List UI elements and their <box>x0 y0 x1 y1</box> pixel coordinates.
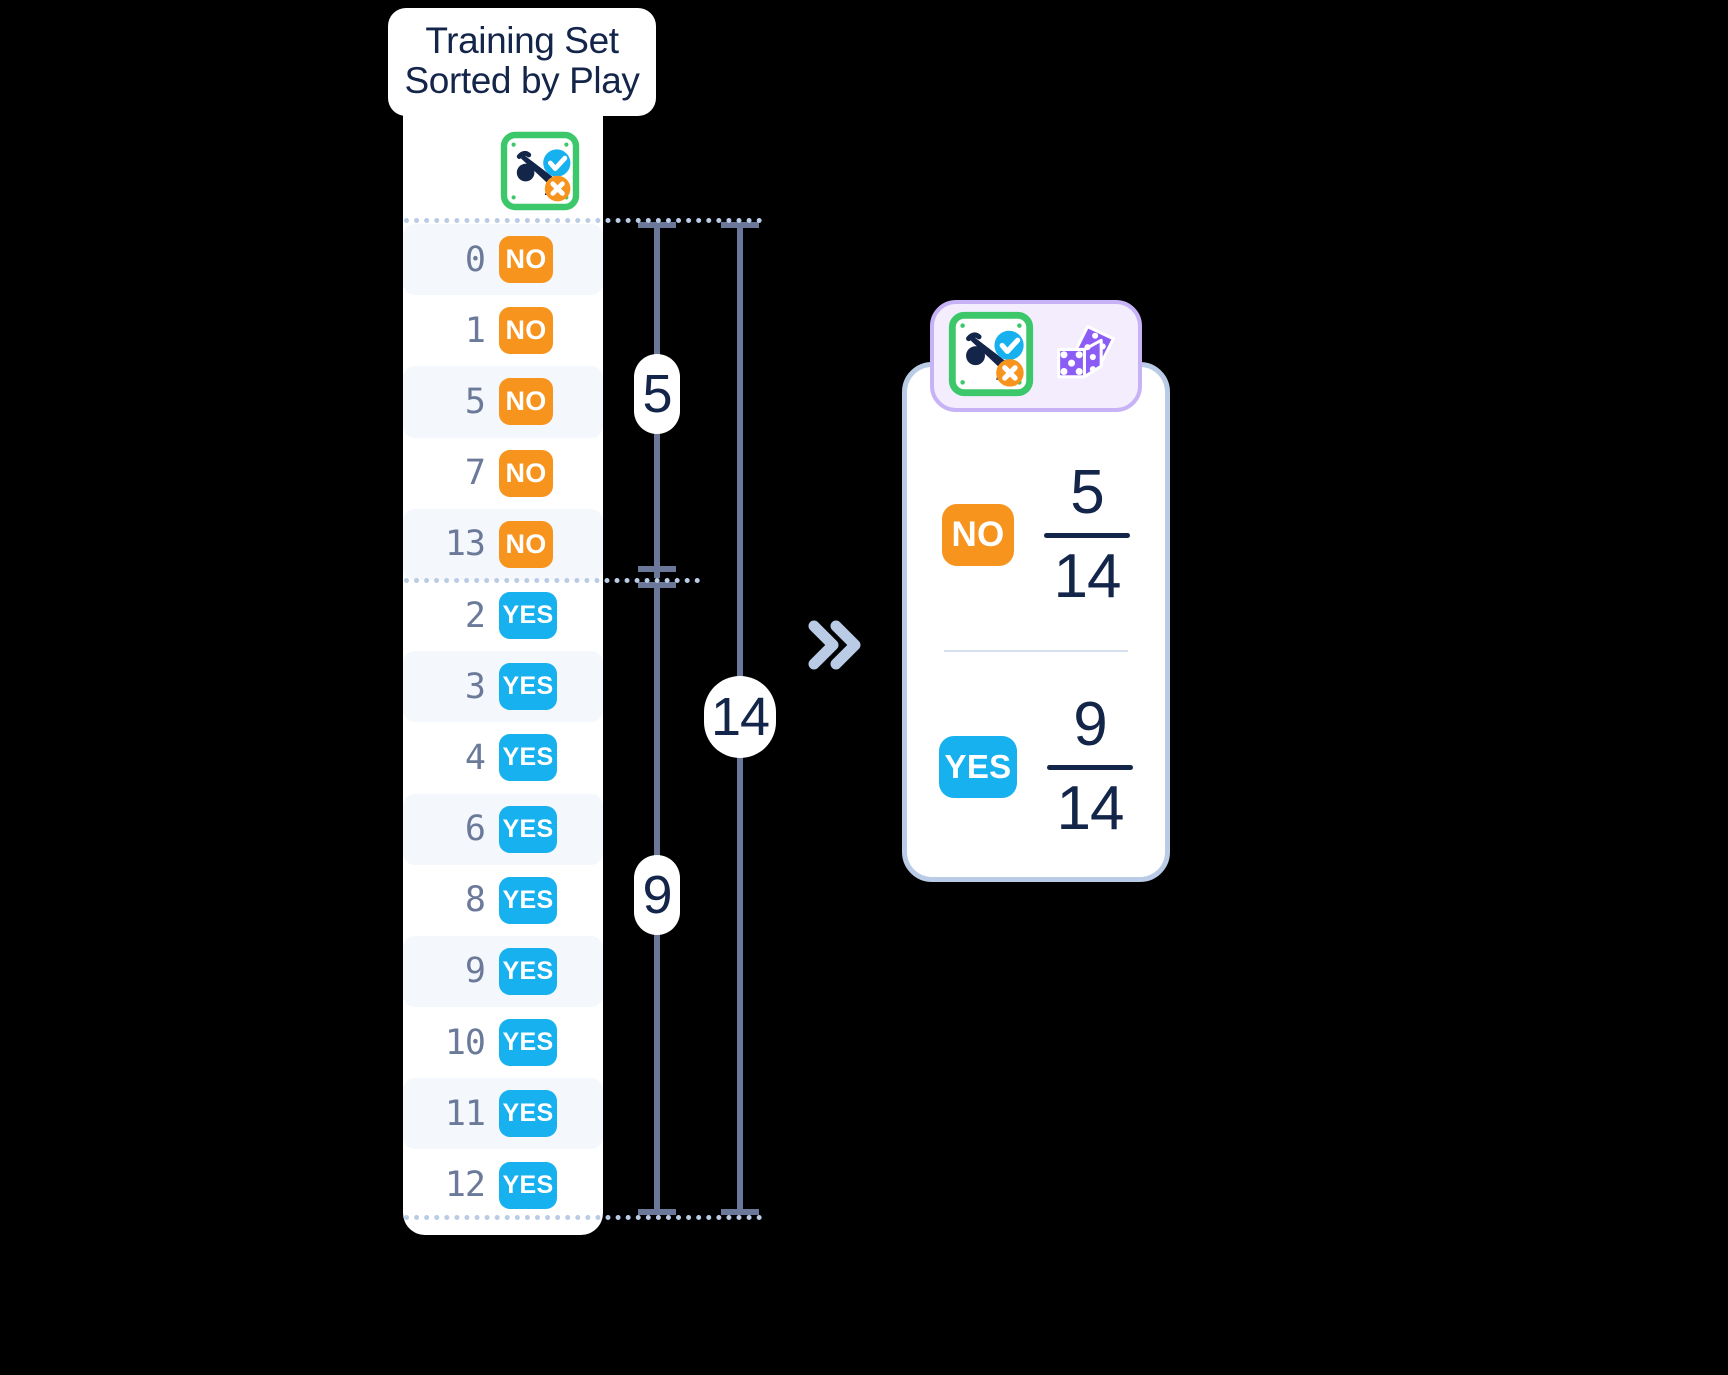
row-index: 0 <box>464 239 486 280</box>
row-index: 2 <box>464 595 486 636</box>
fraction-yes-bar <box>1047 764 1133 770</box>
fraction-yes-denominator: 14 <box>1056 773 1125 843</box>
status-badge-yes: YES <box>499 734 557 782</box>
status-badge-no: NO <box>942 504 1014 566</box>
measure-label-no: 5 <box>634 354 680 434</box>
separator-mid-dotted <box>404 578 700 583</box>
measure-cap-no-bottom <box>638 566 676 572</box>
golf-play-yes-no-icon <box>948 311 1034 402</box>
table-row: 3 YES <box>403 651 603 723</box>
row-index: 7 <box>464 453 486 494</box>
table-row: 7 NO <box>403 438 603 509</box>
double-chevron-right-icon <box>800 610 870 680</box>
row-index: 13 <box>444 524 486 565</box>
row-index: 6 <box>464 809 486 850</box>
table-row: 5 NO <box>403 366 603 438</box>
fraction-yes-numerator: 9 <box>1073 689 1107 759</box>
golf-play-yes-no-icon <box>500 131 580 211</box>
row-index: 8 <box>464 880 486 921</box>
row-index: 10 <box>444 1022 486 1063</box>
prior-card-body: NO 5 14 YES 9 14 <box>902 420 1170 882</box>
table-row: 12 YES <box>403 1149 603 1220</box>
status-badge-no: NO <box>499 520 553 568</box>
status-badge-no: NO <box>499 307 553 355</box>
training-set-title-line1: Training Set <box>425 20 619 61</box>
status-badge-yes: YES <box>499 805 557 853</box>
table-row: 2 YES <box>403 580 603 651</box>
row-index: 12 <box>444 1165 486 1206</box>
table-row: 10 YES <box>403 1007 603 1078</box>
fraction-no-denominator: 14 <box>1053 541 1122 611</box>
prior-card-header <box>930 300 1142 412</box>
row-index: 3 <box>464 666 486 707</box>
fraction-no: 5 14 <box>1044 457 1130 611</box>
status-badge-yes: YES <box>499 1090 557 1138</box>
table-row: 1 NO <box>403 295 603 366</box>
status-badge-yes: YES <box>499 947 557 995</box>
table-row: 0 NO <box>403 224 603 296</box>
measure-label-yes: 9 <box>634 855 680 935</box>
prior-row-no: NO 5 14 <box>902 420 1170 650</box>
table-row: 13 NO <box>403 508 603 580</box>
status-badge-no: NO <box>499 378 553 426</box>
table-row: 4 YES <box>403 722 603 793</box>
row-index: 4 <box>464 737 486 778</box>
prior-card-divider <box>944 650 1128 652</box>
fraction-no-bar <box>1044 532 1130 538</box>
training-set-title: Training Set Sorted by Play <box>388 8 656 116</box>
fraction-yes: 9 14 <box>1047 689 1133 843</box>
status-badge-no: NO <box>499 449 553 497</box>
row-index: 9 <box>464 951 486 992</box>
table-row: 8 YES <box>403 865 603 936</box>
measure-cap-yes-bottom <box>638 1209 676 1215</box>
measure-cap-total-bottom <box>721 1209 759 1215</box>
status-badge-yes: YES <box>499 876 557 924</box>
prior-row-yes: YES 9 14 <box>902 652 1170 882</box>
row-index: 1 <box>464 310 486 351</box>
fraction-no-numerator: 5 <box>1070 457 1104 527</box>
status-badge-yes: YES <box>499 1019 557 1067</box>
measure-label-total: 14 <box>704 676 776 758</box>
status-badge-yes: YES <box>939 736 1017 798</box>
status-badge-yes: YES <box>499 592 557 640</box>
table-row: 9 YES <box>403 935 603 1008</box>
training-set-title-line2: Sorted by Play <box>404 59 640 101</box>
row-index: 11 <box>444 1093 486 1134</box>
status-badge-no: NO <box>499 236 553 284</box>
table-row: 6 YES <box>403 793 603 865</box>
row-index: 5 <box>464 381 486 422</box>
status-badge-yes: YES <box>499 663 557 711</box>
dice-icon <box>1048 316 1124 397</box>
status-badge-yes: YES <box>499 1161 557 1209</box>
separator-bottom-dotted <box>404 1215 762 1220</box>
table-row: 11 YES <box>403 1078 603 1150</box>
separator-top-dotted <box>404 218 762 223</box>
